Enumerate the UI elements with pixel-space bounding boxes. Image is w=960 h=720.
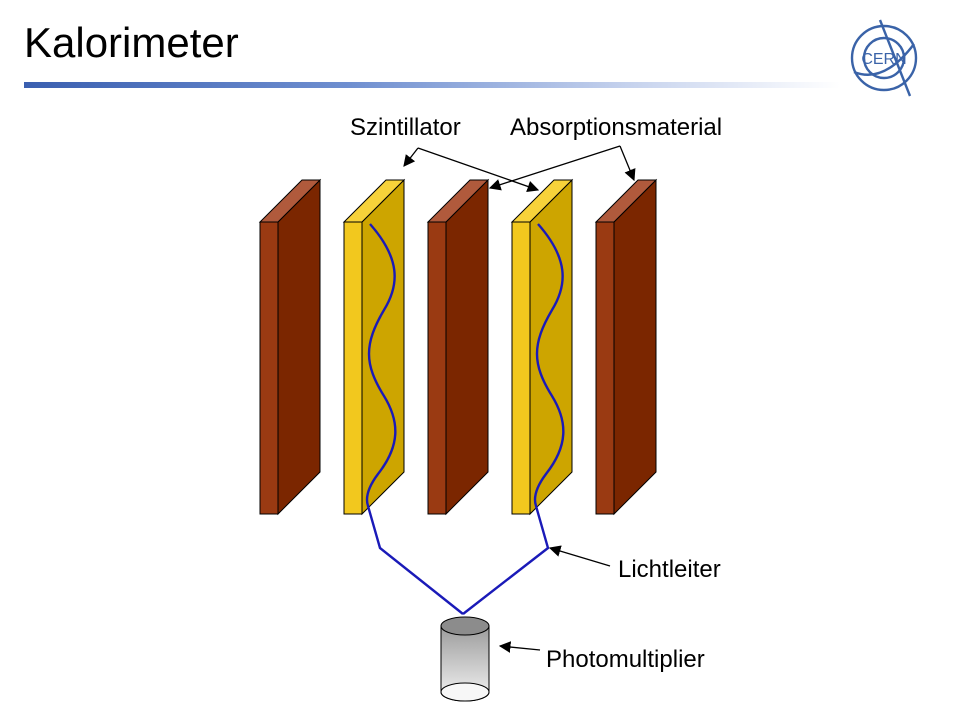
light-fiber-2 (462, 223, 565, 615)
absorber-plate-2 (426, 178, 490, 516)
cern-logo: CERN (850, 19, 918, 97)
light-guide-label: Lichtleiter (618, 556, 721, 583)
absorber-arrow-2 (619, 145, 636, 182)
photomultiplier-arrow (498, 641, 541, 653)
scintillator-arrow-1 (403, 147, 419, 167)
absorber-label: Absorptionsmaterial (510, 114, 723, 141)
light-fiber-1 (365, 223, 464, 615)
slide-title: Kalorimeter (24, 19, 239, 66)
scintillator-plate-2 (510, 178, 574, 516)
scintillator-label: Szintillator (350, 114, 461, 141)
absorber-plate-1 (258, 178, 322, 516)
light-guide-arrow (548, 545, 611, 567)
photomultiplier-label: Photomultiplier (546, 646, 705, 673)
photomultiplier-tube (440, 616, 490, 702)
absorber-plate-3 (594, 178, 658, 516)
scintillator-arrow-2 (417, 147, 540, 193)
cern-logo-text: CERN (861, 51, 906, 68)
absorber-arrow-1 (488, 145, 621, 191)
title-underline-bar (24, 82, 840, 88)
